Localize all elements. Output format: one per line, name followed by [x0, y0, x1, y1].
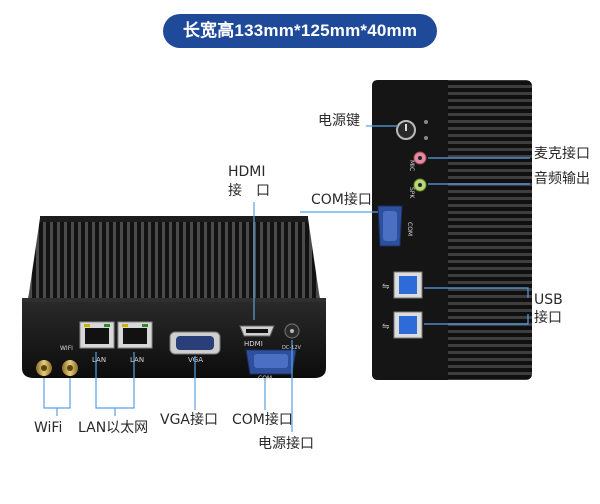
label-lan: LAN以太网: [78, 420, 149, 436]
side-panel: [372, 80, 448, 380]
label-mic-port: 麦克接口: [534, 146, 590, 162]
label-power-button: 电源键: [318, 113, 360, 129]
front-device: [22, 216, 326, 378]
label-hdmi-line2: 接 口: [228, 183, 270, 199]
dimensions-banner: 长宽高133mm*125mm*40mm: [163, 14, 437, 48]
com-port-icon-front: [245, 349, 297, 375]
silk-lan1: LAN: [92, 356, 106, 364]
leader-lines: [43, 125, 530, 432]
label-usb-line2: 接口: [534, 310, 562, 326]
label-audio-out: 音频输出: [534, 171, 590, 187]
side-device: ⇋ ⇋: [372, 80, 532, 380]
svg-text:⇋: ⇋: [382, 282, 390, 292]
svg-text:⇋: ⇋: [382, 322, 390, 332]
heatsink-top: [28, 218, 320, 300]
dc-jack-icon: [284, 323, 300, 339]
hdmi-port-icon: [239, 325, 275, 337]
label-com-top: COM接口: [311, 192, 372, 208]
vga-port-icon: [169, 331, 221, 355]
silk-com-side: COM: [406, 222, 413, 236]
silk-mic: MIC: [408, 160, 415, 171]
label-com-bottom: COM接口: [232, 412, 293, 428]
usb-port-icons: ⇋ ⇋: [382, 271, 423, 339]
wifi-port-icons: [36, 360, 78, 376]
lan-port-icons: [79, 321, 153, 349]
label-usb-line1: USB: [534, 292, 563, 308]
com-port-icon-side: [377, 205, 403, 247]
silk-lan2: LAN: [130, 356, 144, 364]
silk-spk: SPK: [408, 187, 415, 199]
label-vga: VGA接口: [160, 412, 219, 428]
silk-hdmi: HDMI: [244, 340, 263, 348]
label-power-port: 电源接口: [258, 436, 314, 452]
label-wifi: WiFi: [34, 420, 63, 436]
silk-vga: VGA: [188, 356, 203, 364]
silk-wifi: WIFI: [60, 345, 73, 352]
label-hdmi-line1: HDMI: [228, 164, 266, 180]
